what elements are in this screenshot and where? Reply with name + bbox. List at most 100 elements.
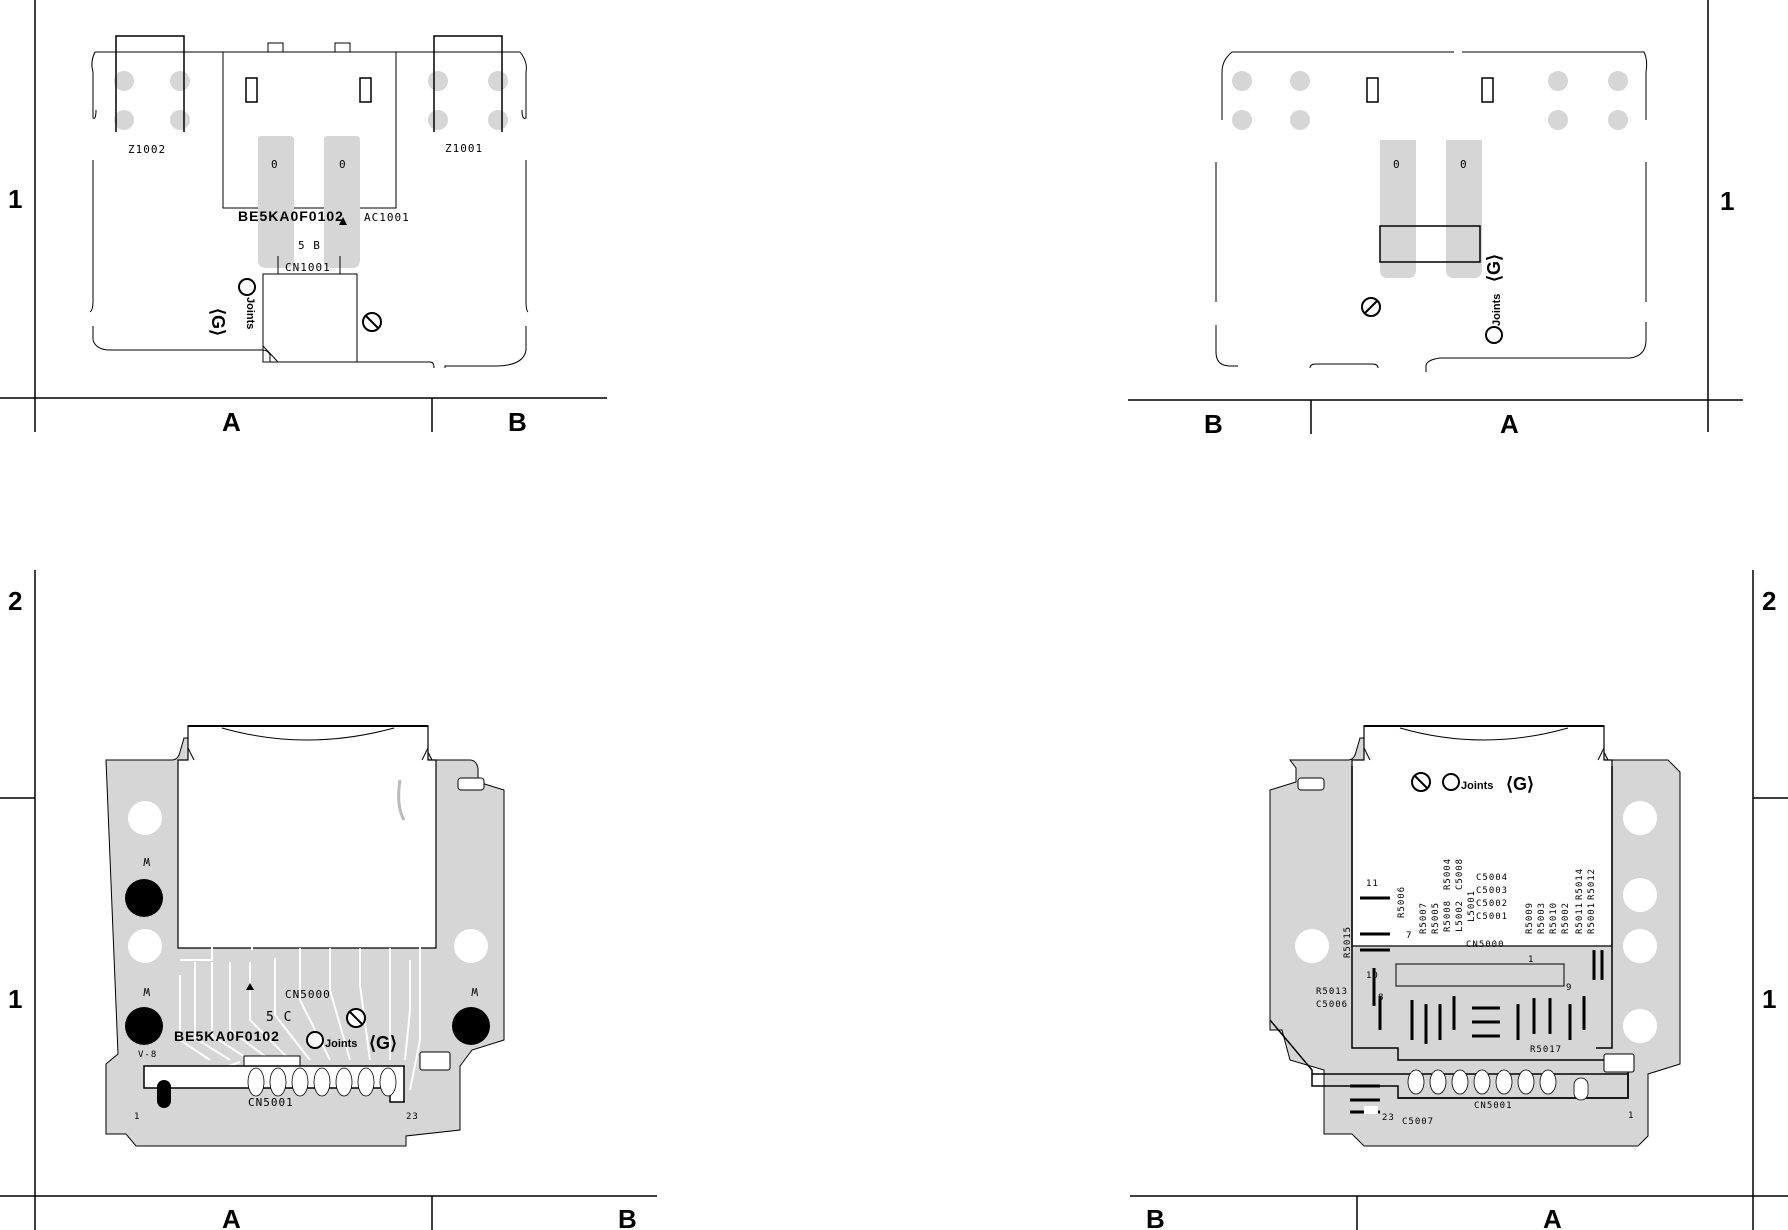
revision-label: 5 C — [266, 1010, 292, 1025]
pin-7-label: 7 — [1406, 931, 1412, 941]
row-label-1: 1 — [8, 984, 22, 1014]
revision-label: 5 B — [298, 239, 321, 252]
g-mark: ⟨G⟩ — [369, 1033, 397, 1053]
pb-free-mark: Joints — [306, 1031, 357, 1050]
cn1001-connector — [262, 256, 358, 363]
g-mark: ⟨G⟩ — [1484, 254, 1504, 282]
g-mark: ⟨G⟩ — [208, 308, 228, 336]
cn5001-connector — [143, 1051, 451, 1108]
z1001-label: Z1001 — [445, 142, 483, 155]
part-number: BE5KA0F0102 — [238, 208, 344, 224]
pb-joints-label: Joints — [244, 297, 256, 329]
connector-outline — [1379, 225, 1481, 263]
pin-1-label: 1 — [134, 1112, 140, 1122]
r5011-label: R5011 — [1575, 902, 1585, 934]
pb-free-mark: Joints — [238, 278, 256, 329]
g-mark: ⟨G⟩ — [1506, 774, 1534, 794]
col-label-b: B — [1204, 409, 1223, 439]
pad-0-right: 0 — [339, 158, 347, 171]
mounting-holes — [1232, 71, 1628, 130]
row-label-1: 1 — [1720, 186, 1734, 216]
jumper-w-label: W — [470, 985, 478, 998]
pb-joints-label: Joints — [1461, 780, 1493, 792]
cn1001-label: CN1001 — [285, 261, 331, 274]
r5010-label: R5010 — [1549, 902, 1559, 934]
part-number: BE5KA0F0102 — [174, 1028, 280, 1044]
pb-free-mark: Joints — [1442, 773, 1493, 792]
mounting-holes — [114, 71, 508, 130]
row-label-2: 2 — [8, 586, 22, 616]
row-label-1: 1 — [1762, 984, 1776, 1014]
c5006-label: C5006 — [1316, 1000, 1348, 1010]
cn5000-label: CN5000 — [1466, 940, 1505, 950]
v8-label: V-8 — [138, 1050, 157, 1060]
cn5001-label: CN5001 — [248, 1096, 294, 1109]
pb-joints-label: Joints — [325, 1038, 357, 1050]
col-label-a: A — [222, 1204, 241, 1230]
r5005-label: R5005 — [1431, 902, 1441, 934]
z1001-outline — [433, 35, 503, 132]
c5001-label: C5001 — [1476, 912, 1508, 922]
cn5001-label: CN5001 — [1474, 1101, 1513, 1111]
pin-23-label: 23 — [1382, 1113, 1395, 1123]
board-card-slot-component-side: W W W CN5000 5 C BE5KA0F — [105, 725, 505, 1147]
r5002-label: R5002 — [1561, 902, 1571, 934]
z1002-label: Z1002 — [128, 143, 166, 156]
card-slot — [177, 725, 437, 949]
r5003-label: R5003 — [1537, 902, 1547, 934]
mounting-holes — [1295, 801, 1657, 1043]
r5006-label: R5006 — [1397, 886, 1407, 918]
pad-0-right: 0 — [1460, 158, 1468, 171]
pin-11-label: 11 — [1366, 879, 1379, 889]
r5001-label: R5001 — [1587, 902, 1597, 934]
no-lead-mark-icon — [1361, 297, 1381, 317]
r5009-label: R5009 — [1525, 902, 1535, 934]
pb-joints-label: Joints — [1491, 294, 1503, 326]
component-labels: R5004 C5008 R5008 L5002 L5001 R5005 R500… — [1343, 858, 1597, 958]
pin-23-label: 23 — [406, 1112, 419, 1122]
no-lead-mark-icon — [1411, 772, 1431, 792]
r5012-label: R5012 — [1587, 868, 1597, 900]
cn5000-connector — [1395, 963, 1565, 987]
col-label-a: A — [222, 407, 241, 437]
no-lead-mark-icon — [362, 312, 382, 332]
ac1001-label: AC1001 — [364, 211, 410, 224]
pin-1-label: 1 — [1528, 955, 1534, 965]
pb-free-mark: Joints — [1485, 294, 1503, 344]
pad-0-left: 0 — [1393, 158, 1401, 171]
r5017-label: R5017 — [1530, 1045, 1562, 1055]
board-ac-jack-solder-side: 0 0 ⟨G⟩ Joints — [1215, 51, 1648, 372]
jumper-w-label: W — [142, 985, 150, 998]
jumper-pads — [125, 879, 490, 1045]
r5004-label: R5004 — [1443, 858, 1453, 890]
col-label-a: A — [1500, 409, 1519, 439]
l5001-label: L5001 — [1467, 890, 1477, 922]
r5013-label: R5013 — [1316, 987, 1348, 997]
col-label-a: A — [1543, 1204, 1562, 1230]
r5015-label: R5015 — [1343, 926, 1353, 958]
cn5001-connector — [1311, 1053, 1635, 1114]
jumper-w-label: W — [142, 855, 150, 868]
ac-jack-ac1001 — [222, 42, 397, 268]
triangle-marker-icon — [246, 983, 254, 990]
row-label-2: 2 — [1762, 586, 1776, 616]
c5004-label: C5004 — [1476, 873, 1508, 883]
col-label-b: B — [508, 407, 527, 437]
col-label-b: B — [1146, 1204, 1165, 1230]
cn5000-label: CN5000 — [285, 988, 331, 1001]
board-ac-jack-component-side: Z1002 Z1001 0 0 BE5KA0F0102 AC1001 5 B C… — [89, 35, 529, 369]
no-lead-mark-icon — [346, 1008, 366, 1028]
row-label-1: 1 — [8, 184, 22, 214]
triangle-marker-icon — [339, 217, 347, 225]
pin-10-label: 10 — [1366, 971, 1379, 981]
pad-0-left: 0 — [271, 158, 279, 171]
pin-9-label: 9 — [1566, 983, 1572, 993]
pin-1-label: 1 — [1628, 1111, 1634, 1121]
l5002-label: L5002 — [1455, 900, 1465, 932]
r5014-label: R5014 — [1575, 868, 1585, 900]
col-label-b: B — [618, 1204, 637, 1230]
r5007-label: R5007 — [1419, 902, 1429, 934]
mounting-holes — [128, 801, 488, 963]
